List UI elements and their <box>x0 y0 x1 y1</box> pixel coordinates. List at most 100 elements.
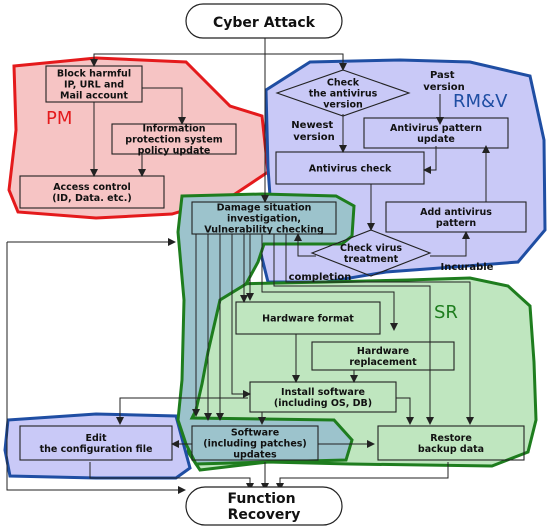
connector-lines <box>6 37 490 494</box>
node-install: Install software(including OS, DB) <box>249 381 397 413</box>
edge-start-rmv <box>265 53 347 71</box>
node-access: Access control(ID, Data. etc.) <box>19 175 165 209</box>
node-label-line: Add antivirus <box>420 207 492 218</box>
decision-shape <box>310 229 432 277</box>
edge-completion <box>294 233 316 257</box>
node-label-line: policy update <box>138 146 211 157</box>
edge-label-newest-version: Newest version <box>291 120 336 143</box>
node-label-line: IP, URL and <box>64 80 124 91</box>
node-label-line: investigation, <box>227 214 301 225</box>
node-label: Antivirus check <box>309 164 392 175</box>
region-label-sr: SR <box>434 302 458 323</box>
end-label: Function Recovery <box>227 491 300 523</box>
edge-pattern-check <box>423 146 437 174</box>
node-label-line: Access control <box>53 182 131 193</box>
process-box <box>111 123 237 155</box>
node-label-line: Hardware format <box>262 314 354 325</box>
node-label-line: backup data <box>418 444 484 455</box>
node-label-line: update <box>417 134 455 145</box>
edge-left-down <box>6 242 186 494</box>
node-label-line: Block harmful <box>57 69 131 80</box>
node-label-line: (including patches) <box>203 439 307 450</box>
process-box <box>385 201 527 233</box>
node-sw-update: Software(including patches)updates <box>191 425 319 461</box>
node-label-line: updates <box>233 450 277 461</box>
edge-update-edit <box>116 397 248 425</box>
edge-edit-end <box>89 462 254 491</box>
edge-label-newest-line-1: Newest <box>291 120 333 131</box>
node-label-line: Software <box>231 428 279 439</box>
edge-label-newest-line-2: version <box>293 132 335 143</box>
node-label-line: Mail account <box>60 91 128 102</box>
node-label-line: Check virus <box>340 243 402 254</box>
terminal-start: Cyber Attack <box>185 3 343 39</box>
node-label-line: Damage situation <box>217 203 312 214</box>
end-label-line-1: Function <box>227 491 295 507</box>
node-label-line: the antivirus <box>309 89 378 100</box>
node-label-line: version <box>323 100 363 111</box>
edge-label-past-line-1: Past <box>430 70 455 81</box>
node-label: Install software(including OS, DB) <box>274 387 372 409</box>
process-box <box>377 425 525 461</box>
edge-block-ips <box>142 87 186 125</box>
node-label-line: the configuration file <box>40 444 153 455</box>
node-label-line: Information <box>142 124 205 135</box>
process-box <box>191 425 319 461</box>
node-label-line: Antivirus check <box>309 164 392 175</box>
node-label-line: Restore <box>430 433 472 444</box>
node-label-line: (including OS, DB) <box>274 398 372 409</box>
node-label-line: pattern <box>436 218 476 229</box>
region-label-rmv: RM&V <box>453 91 508 112</box>
node-label: Hardware format <box>262 314 354 325</box>
edge-damage-g <box>273 234 434 425</box>
process-box <box>275 151 425 185</box>
start-label: Cyber Attack <box>213 15 316 31</box>
edge-restore-end <box>276 462 449 491</box>
process-box <box>235 301 381 335</box>
edge-damage-f <box>261 234 398 331</box>
terminal-end: Function Recovery <box>185 486 343 526</box>
node-label-line: protection system <box>125 135 223 146</box>
process-box <box>311 341 455 371</box>
node-av-check: Antivirus check <box>275 151 425 185</box>
region-pm <box>7 56 270 220</box>
process-box <box>363 117 509 149</box>
node-label-line: replacement <box>349 357 417 368</box>
node-label-line: Hardware <box>357 346 409 357</box>
edge-start-branch <box>90 37 266 67</box>
node-label-line: treatment <box>344 254 399 265</box>
node-label-line: Edit <box>85 433 107 444</box>
node-label: Access control(ID, Data. etc.) <box>52 182 131 204</box>
edge-install-restore <box>396 397 414 425</box>
node-label-line: (ID, Data. etc.) <box>52 193 131 204</box>
edge-label-past-line-2: version <box>423 82 465 93</box>
node-label-line: Check <box>327 78 360 89</box>
edge-label-completion: completion <box>289 272 352 283</box>
end-label-line-2: Recovery <box>228 507 301 523</box>
process-box <box>191 201 337 235</box>
process-box <box>19 425 173 461</box>
process-box <box>45 65 143 103</box>
edge-label-past-version: Past version <box>423 70 465 93</box>
process-box <box>19 175 165 209</box>
node-label: Software(including patches)updates <box>203 428 307 461</box>
